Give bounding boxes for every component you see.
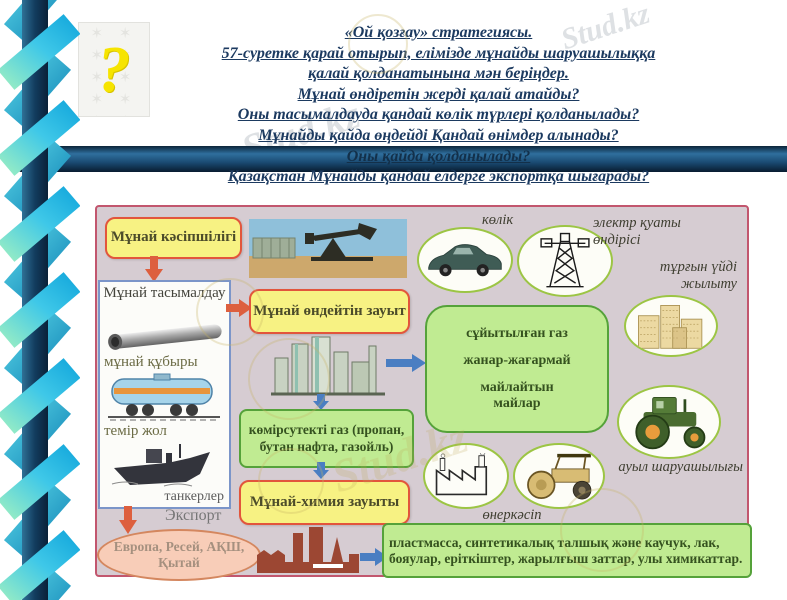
oil-industry-diagram: Мұнай кәсіпшілігі Мұнай тасымалдау мұнай… [95,205,752,581]
tankers-label: танкерлер [164,489,224,504]
horizontal-accent-bar [18,146,787,172]
slide-title-block: «Ой қозғау» стратегиясы. 57-суретке қара… [90,23,787,188]
buildings-icon [638,305,703,349]
ribbon-border-decoration [0,0,80,600]
star-pattern: ✶ ✶ ✶ ✶ ✶ ✶ ✶ ✶ ✶ ✶ ✶ ✶ ✶ ✶ ✶ [90,26,138,116]
power-tower-ellipse [517,225,613,297]
watermark-swirl [560,488,644,572]
oil-pumpjack-photo [249,219,407,278]
car-ellipse [417,227,513,293]
watermark-swirl [258,448,324,514]
watermark-swirl [348,14,408,74]
heating-label: тұрғын үйді жылыту [659,259,737,293]
title-line: 57-суретке қарай отырып, елімізде мұнайд… [221,44,656,62]
title-line: Мұнайды қайда өңдейді Қандай өнімдер алы… [258,126,619,144]
transport-title: Мұнай тасымалдау [103,285,226,301]
oil-industry-label: Мұнай кәсіпшілігі [110,229,237,246]
product-liquefied-gas: сұйытылған газ [466,326,568,341]
question-mark-box: ✶ ✶ ✶ ✶ ✶ ✶ ✶ ✶ ✶ ✶ ✶ ✶ ✶ ✶ ✶ ? [78,22,150,117]
railway-label: темір жол [104,423,167,439]
pipeline-icon [108,324,222,350]
export-label: Экспорт [165,507,222,524]
title-line-on-bar: Оны қайда қолданылады? [346,147,531,165]
blue-arrow-right-icon [386,354,426,372]
red-arrow-down-icon [145,256,163,282]
car-icon [428,244,502,277]
title-line: Мұнай өндіретін жерді қалай атайды? [297,85,580,103]
title-line: Оны тасымалдауда қандай көлік түрлері қо… [237,106,640,124]
export-countries-ellipse: Европа, Ресей, АҚШ, Қытай [97,529,261,581]
title-line: «Ой қозғау» стратегиясы. [344,24,533,41]
export-countries-label: Европа, Ресей, АҚШ, Қытай [113,538,245,570]
refinery-label: Мұнай өндейтін зауыт [253,302,406,319]
industry-ellipse [423,443,509,509]
pipeline-label: мұнай құбыры [104,354,198,370]
watermark-swirl [248,338,330,420]
electric-power-label: электр қуаты өндірісі [593,215,681,249]
watermark-swirl [196,278,264,346]
industry-factory-icon [435,453,488,496]
red-arrow-down-icon [119,506,137,534]
tanker-ship-icon [111,444,210,487]
buildings-ellipse [624,295,718,357]
product-fuel: жанар-жағармай [463,353,571,368]
oil-industry-box: Мұнай кәсіпшілігі [105,217,242,259]
title-line: қалай қолданатынына мән беріңдер. [308,65,569,83]
refinery-box: Мұнай өндейтін зауыт [249,289,410,334]
blue-arrow-right-icon [360,548,388,566]
tractor-ellipse [617,385,721,459]
electric-tower-icon [540,232,590,288]
tank-wagon-icon [108,373,220,421]
product-lubricants: майлайтын майлар [480,380,554,411]
oil-products-box: сұйытылған газ жанар-жағармай майлайтын … [425,305,609,433]
vehicle-label: көлік [482,212,514,228]
petrochemical-factory-silhouette-icon [257,527,359,573]
agriculture-label: ауыл шаруашылығы [618,459,743,475]
question-mark-icon: ? [97,32,131,106]
tractor-icon [635,397,706,450]
industry-label: өнеркәсіп [482,507,542,523]
title-line: Қазақстан Мұнайды қандай елдерге экспорт… [227,168,650,186]
